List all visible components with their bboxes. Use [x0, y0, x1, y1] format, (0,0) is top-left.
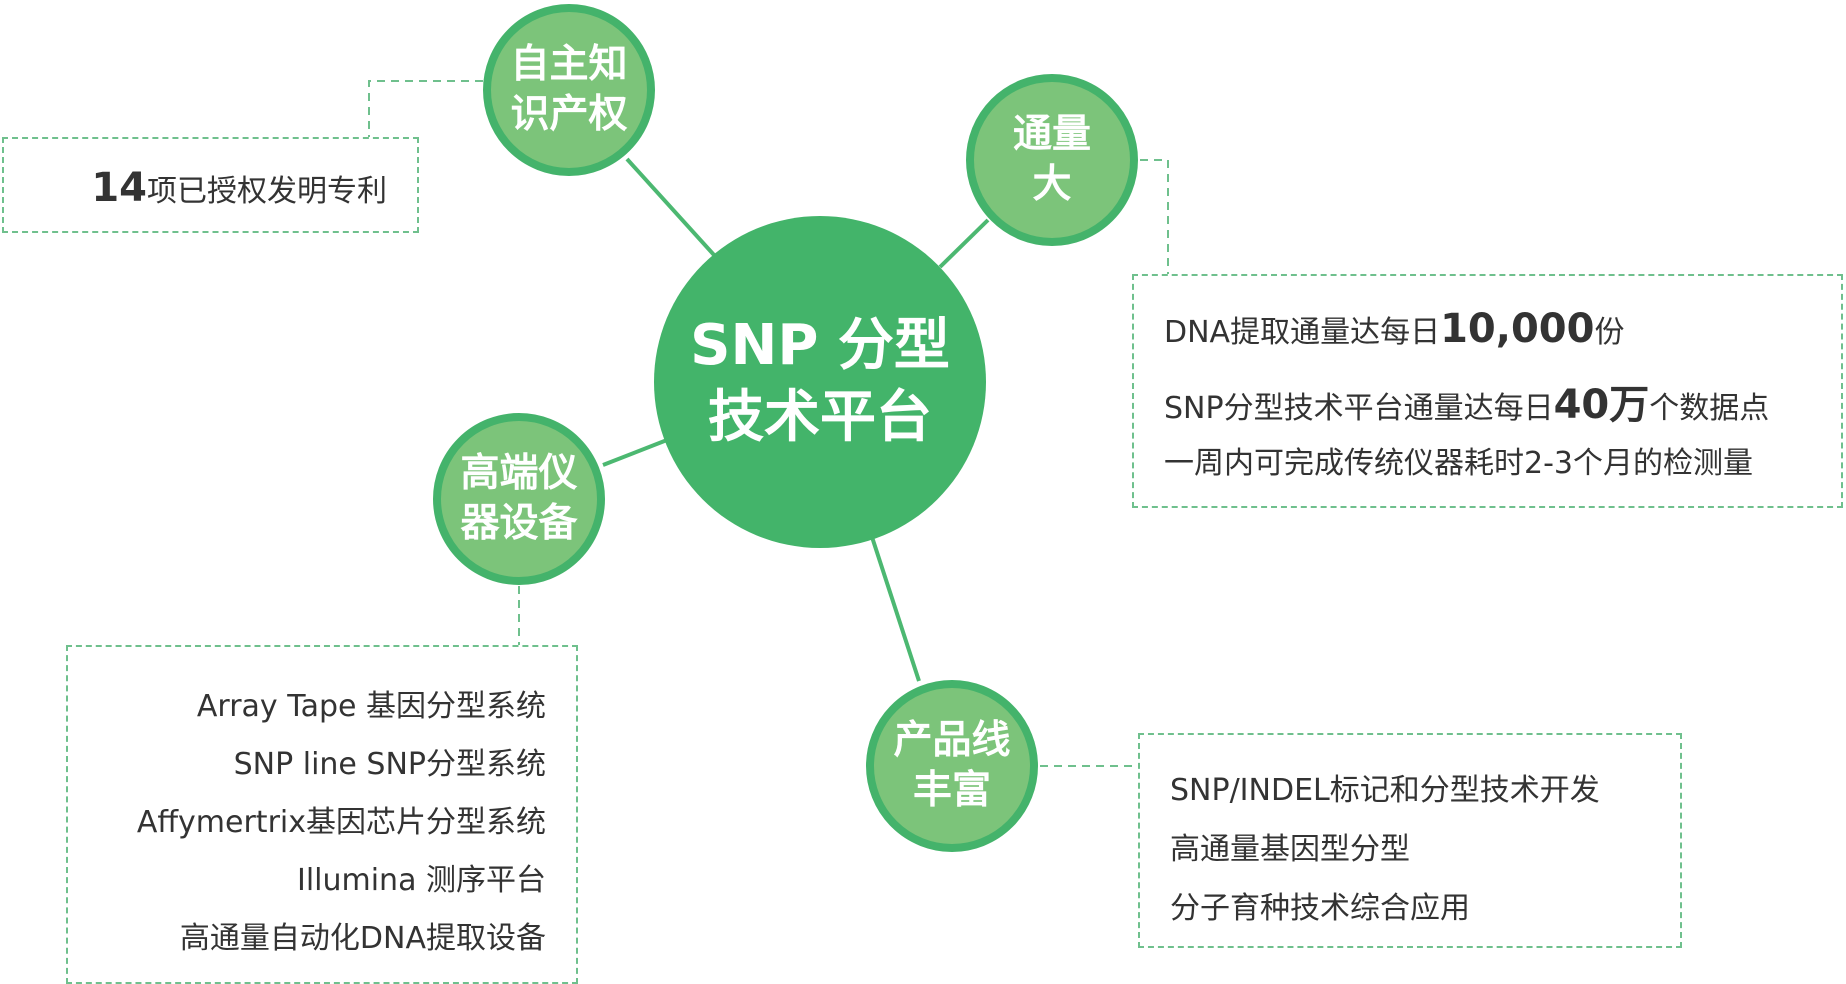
throughput-snp-num: 40万 — [1553, 382, 1650, 428]
equipment-item: Affymertrix基因芯片分型系统 — [136, 805, 546, 840]
node-products-label: 产品线 丰富 — [893, 718, 1011, 813]
equipment-item: Array Tape 基因分型系统 — [196, 689, 546, 724]
spoke-ip — [625, 157, 716, 257]
equipment-detail-box: Array Tape 基因分型系统 SNP line SNP分型系统 Affym… — [66, 645, 578, 984]
throughput-snp-post: 个数据点 — [1649, 391, 1770, 426]
equipment-item: 高通量自动化DNA提取设备 — [179, 921, 546, 956]
ip-detail-box: 14项已授权发明专利 — [2, 137, 419, 233]
node-throughput: 通量 大 — [966, 74, 1138, 246]
spoke-products — [870, 536, 921, 682]
leader-throughput — [1140, 159, 1169, 274]
throughput-line-week: 一周内可完成传统仪器耗时2-3个月的检测量 — [1164, 446, 1753, 481]
center-hub: SNP 分型 技术平台 — [654, 216, 986, 548]
node-equipment-label: 高端仪 器设备 — [460, 451, 578, 546]
throughput-detail-box: DNA提取通量达每日10,000份 SNP分型技术平台通量达每日40万个数据点 … — [1132, 274, 1843, 508]
product-item: 高通量基因型分型 — [1170, 832, 1410, 867]
node-ip-label: 自主知 识产权 — [510, 42, 628, 137]
spoke-equipment — [602, 438, 668, 467]
spoke-throughput — [938, 218, 990, 269]
throughput-dna-num: 10,000 — [1440, 306, 1595, 352]
products-detail-box: SNP/INDEL标记和分型技术开发 高通量基因型分型 分子育种技术综合应用 — [1138, 733, 1682, 948]
equipment-item: Illumina 测序平台 — [296, 863, 546, 898]
leader-ip — [368, 80, 483, 137]
node-throughput-label: 通量 大 — [1012, 112, 1091, 207]
throughput-dna-post: 份 — [1594, 315, 1625, 350]
product-item: 分子育种技术综合应用 — [1170, 891, 1470, 926]
node-ip: 自主知 识产权 — [483, 4, 655, 176]
ip-line-patents: 14项已授权发明专利 — [91, 165, 387, 211]
center-hub-label: SNP 分型 技术平台 — [690, 313, 950, 450]
node-equipment: 高端仪 器设备 — [433, 413, 605, 585]
throughput-line-dna: DNA提取通量达每日10,000份 — [1164, 306, 1624, 352]
patent-count: 14 — [91, 165, 147, 211]
node-products: 产品线 丰富 — [866, 680, 1038, 852]
patent-text: 项已授权发明专利 — [147, 174, 387, 209]
throughput-line-snp: SNP分型技术平台通量达每日40万个数据点 — [1164, 372, 1769, 430]
throughput-snp-pre: SNP分型技术平台通量达每日 — [1164, 391, 1554, 426]
throughput-dna-pre: DNA提取通量达每日 — [1164, 315, 1441, 350]
product-item: SNP/INDEL标记和分型技术开发 — [1170, 773, 1600, 808]
equipment-item: SNP line SNP分型系统 — [233, 747, 546, 782]
